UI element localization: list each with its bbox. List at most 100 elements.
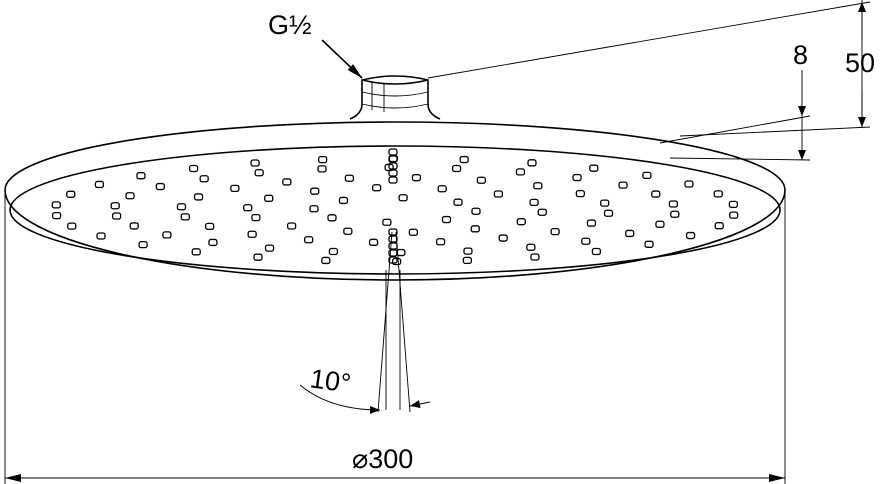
nozzles [51, 148, 739, 266]
nozzle [230, 184, 240, 193]
nozzle [684, 180, 694, 188]
height-total-label: 50 [845, 48, 876, 78]
nozzle [321, 256, 331, 265]
nozzle [199, 175, 209, 183]
nozzle [317, 165, 327, 173]
nozzle [527, 159, 537, 167]
nozzle [713, 190, 723, 198]
nozzle [729, 211, 739, 219]
nozzle [180, 213, 190, 221]
nozzle [476, 176, 487, 184]
nozzle [191, 248, 201, 256]
nozzle [67, 222, 77, 230]
nozzle [618, 181, 628, 189]
nozzle [264, 194, 274, 202]
nozzle [136, 172, 146, 180]
angle-label: 10° [308, 363, 353, 399]
nozzle [586, 219, 597, 227]
nozzle [193, 193, 204, 201]
nozzle [493, 190, 504, 198]
nozzle [526, 243, 536, 251]
nozzle [463, 247, 473, 255]
nozzle [188, 164, 199, 173]
nozzle [51, 201, 61, 209]
nozzle [388, 256, 398, 264]
nozzle [388, 235, 398, 243]
disc-top-edge [4, 121, 786, 191]
nozzle [655, 220, 665, 228]
nozzle [310, 187, 320, 195]
nozzle [111, 212, 122, 220]
nozzle [66, 190, 76, 198]
nozzle [318, 156, 328, 164]
nozzle [110, 202, 120, 210]
nozzle [550, 227, 560, 236]
nozzle [205, 222, 215, 231]
nozzle [453, 198, 463, 206]
nozzle [162, 231, 172, 239]
nozzle [382, 218, 392, 226]
nozzle [254, 169, 264, 177]
nozzle [498, 234, 508, 242]
nozzle [411, 174, 422, 182]
nozzle [589, 164, 599, 172]
nozzle [388, 176, 398, 184]
nozzle [644, 240, 654, 248]
nozzle [253, 253, 263, 261]
nozzle [208, 238, 218, 247]
diameter-label: ⌀300 [352, 446, 413, 473]
nozzle [388, 162, 398, 170]
nozzle [125, 192, 135, 200]
nozzle [371, 184, 382, 192]
nozzle [651, 190, 661, 198]
nozzle [176, 203, 187, 211]
nozzle [282, 178, 292, 186]
nozzle [459, 155, 469, 164]
nozzle [470, 225, 480, 233]
nozzle [309, 205, 319, 213]
nozzle [408, 228, 419, 236]
connector [349, 75, 441, 120]
nozzle [435, 238, 446, 246]
nozzle [642, 171, 652, 179]
nozzle [603, 209, 614, 217]
nozzle [388, 249, 398, 257]
nozzle [591, 247, 602, 256]
nozzle [264, 244, 275, 252]
nozzle [530, 253, 540, 261]
diameter-symbol: ⌀ [352, 444, 369, 474]
thread-leader [321, 39, 363, 79]
nozzle [388, 228, 398, 236]
nozzle [462, 256, 472, 264]
height-disc-label: 8 [793, 40, 809, 70]
diameter-value: 300 [368, 444, 414, 474]
nozzle [344, 174, 355, 182]
nozzle [368, 238, 379, 246]
nozzle [471, 207, 481, 215]
nozzle [437, 185, 447, 193]
nozzle [398, 194, 408, 202]
nozzle [343, 227, 353, 235]
nozzle [138, 241, 148, 249]
nozzle [303, 236, 314, 244]
nozzle [537, 208, 547, 216]
nozzle [533, 182, 543, 190]
disc-bottom-edge [4, 189, 786, 281]
height-dimensions [427, 0, 871, 161]
nozzle [388, 155, 398, 163]
nozzle [685, 231, 696, 240]
nozzle [286, 222, 297, 230]
nozzle [129, 222, 139, 230]
nozzle [600, 199, 610, 207]
nozzle [155, 182, 165, 191]
disc [4, 121, 786, 484]
nozzle [575, 189, 585, 198]
nozzle [51, 211, 62, 220]
nozzle [516, 218, 526, 226]
nozzle [251, 214, 261, 222]
nozzle [328, 247, 339, 256]
nozzle [327, 214, 337, 222]
nozzle [625, 229, 635, 238]
